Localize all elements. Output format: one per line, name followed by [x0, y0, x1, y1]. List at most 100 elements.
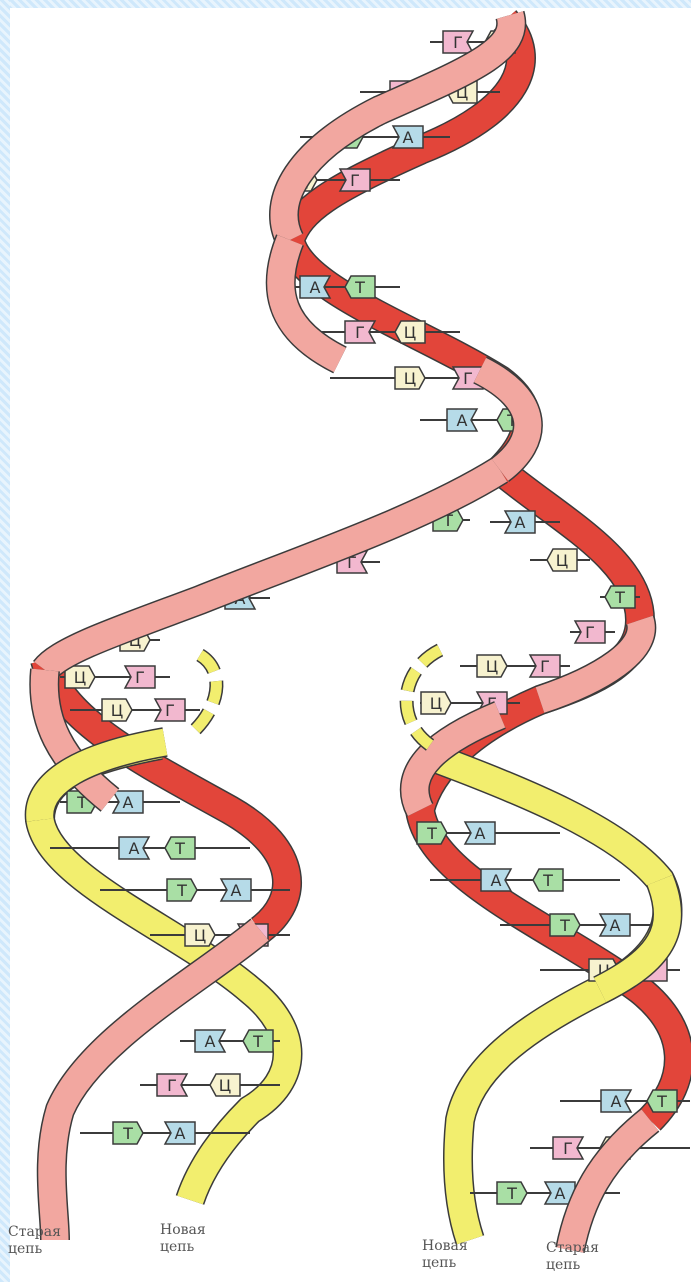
caption-line: Старая: [8, 1224, 61, 1240]
nucleotide-letter: А: [231, 881, 242, 900]
nucleotide-letter: Г: [463, 369, 473, 388]
nucleotide-letter: Г: [540, 657, 550, 676]
nucleotide-shape: [496, 1181, 528, 1205]
nucleotide-shape: [546, 548, 578, 572]
nucleotide-Т: Т: [242, 1029, 274, 1053]
nucleotide-Г: Г: [552, 1136, 585, 1160]
nucleotide-shape: [600, 1089, 633, 1113]
nucleotide-shape: [532, 868, 564, 892]
nucleotide-letter: Т: [506, 411, 517, 430]
nucleotide-letter: А: [457, 411, 468, 430]
nucleotide-letter: Т: [426, 824, 437, 843]
nucleotide-Г: Г: [156, 1073, 189, 1097]
nucleotide-letter: А: [403, 128, 414, 147]
caption-new-strand-left: Новая цепь: [160, 1222, 206, 1256]
nucleotide-Т: Т: [344, 275, 376, 299]
nucleotide-letter: Г: [563, 1139, 573, 1158]
nucleotide-letter: Ц: [404, 369, 416, 388]
nucleotide-shape: [391, 125, 424, 149]
nucleotide-letter: Т: [442, 511, 453, 530]
nucleotide-shape: [164, 836, 196, 860]
nucleotide-Г: Г: [338, 168, 371, 192]
base-pair: Ц: [530, 548, 590, 572]
caption-line: Новая: [160, 1222, 206, 1238]
nucleotide-shape: [153, 698, 186, 722]
caption-old-strand-right: Старая цепь: [546, 1240, 599, 1274]
frame-left-border: [0, 0, 10, 1282]
old-strand-front-right-a: [535, 615, 655, 713]
nucleotide-Т: Т: [549, 913, 581, 937]
nucleotide-А: А: [299, 275, 332, 299]
nucleotide-letter: А: [123, 793, 134, 812]
nucleotide-shape: [503, 510, 536, 534]
nucleotide-А: А: [391, 125, 424, 149]
nucleotide-letter: А: [175, 1124, 186, 1143]
nucleotide-letter: Г: [167, 1076, 177, 1095]
nucleotide-Т: Т: [604, 585, 636, 609]
nucleotide-Ц: Ц: [64, 665, 96, 689]
nucleotide-shape: [123, 665, 156, 689]
nucleotide-letter: Г: [135, 668, 145, 687]
nucleotide-shape: [394, 320, 426, 344]
nucleotide-letter: Г: [355, 323, 365, 342]
nucleotide-shape: [446, 408, 479, 432]
nucleotide-shape: [184, 923, 216, 947]
old-strand-front-right-c: [556, 1109, 659, 1253]
nucleotide-shape: [552, 1136, 585, 1160]
nucleotide-shape: [604, 585, 636, 609]
nucleotide-letter: Ц: [74, 668, 86, 687]
nucleotide-Ц: Ц: [546, 548, 578, 572]
nucleotide-А: А: [480, 868, 513, 892]
nucleotide-letter: Ц: [556, 551, 568, 570]
nucleotide-shape: [166, 878, 198, 902]
base-pair: Т: [600, 585, 640, 609]
nucleotide-letter: Г: [585, 623, 595, 642]
caption-line: Старая: [546, 1240, 599, 1256]
caption-line: цепь: [8, 1241, 43, 1257]
nucleotide-shape: [344, 320, 377, 344]
nucleotide-shape: [598, 913, 631, 937]
nucleotide-Т: Т: [532, 868, 564, 892]
nucleotide-letter: А: [515, 513, 526, 532]
old-strand-front-left-b: [38, 919, 269, 1241]
nucleotide-letter: Ц: [430, 694, 442, 713]
nucleotide-letter: Г: [350, 171, 360, 190]
nucleotide-Ц: Ц: [394, 320, 426, 344]
nucleotide-letter: А: [310, 278, 321, 297]
nucleotide-Г: Г: [528, 654, 561, 678]
caption-new-strand-right: Новая цепь: [422, 1238, 468, 1272]
nucleotide-А: А: [219, 878, 252, 902]
nucleotide-Ц: Ц: [209, 1073, 241, 1097]
nucleotide-letter: Т: [354, 278, 365, 297]
nucleotide-letter: Г: [347, 553, 357, 572]
nucleotide-letter: А: [611, 1092, 622, 1111]
nucleotide-Т: Т: [496, 1181, 528, 1205]
nucleotide-Т: Т: [112, 1121, 144, 1145]
new-strand-right-front: [593, 874, 681, 1003]
nucleotide-shape: [112, 1121, 144, 1145]
nucleotide-А: А: [194, 1029, 227, 1053]
okazaki-fragment-left: [190, 650, 222, 734]
nucleotide-letter: Т: [174, 839, 185, 858]
base-pair: Г: [570, 620, 615, 644]
nucleotide-shape: [344, 275, 376, 299]
old-strand-front-right-b: [401, 702, 506, 817]
nucleotide-shape: [480, 868, 513, 892]
nucleotide-А: А: [163, 1121, 196, 1145]
nucleotide-А: А: [503, 510, 536, 534]
nucleotide-shape: [194, 1029, 227, 1053]
old-strand-front-top-a: [270, 11, 525, 247]
